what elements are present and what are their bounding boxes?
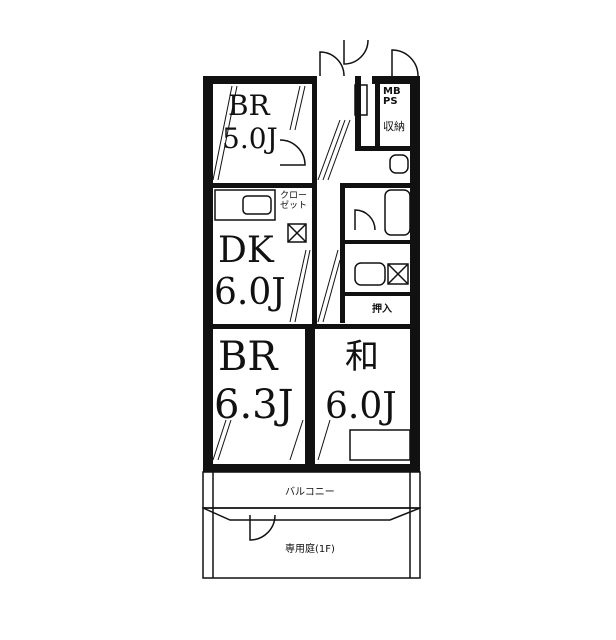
br1-size: 5.0J [222,122,278,155]
balcony-garden [202,471,421,579]
br2-size: 6.3J [214,382,294,428]
dk-size: 6.0J [214,272,286,313]
br1-type: BR [228,89,271,122]
hatching [212,85,351,461]
storage-label: 収納 [383,120,405,133]
private-garden-label: 専用庭(1F) [285,542,335,555]
closet-label-top: クロー [280,190,307,201]
interior-walls [203,84,410,469]
balcony-label: バルコニー [285,486,335,498]
washitsu-type: 和 [345,337,379,377]
mbps-label-bottom: PS [383,96,398,107]
br2-type: BR [218,334,279,380]
washitsu-size: 6.0J [325,386,397,427]
closet-label-bottom: ゼット [280,199,307,211]
mbps-label-top: MB [383,86,401,97]
oshiire-label: 押入 [372,302,392,315]
fixtures [214,84,411,461]
dk-type: DK [218,230,275,271]
